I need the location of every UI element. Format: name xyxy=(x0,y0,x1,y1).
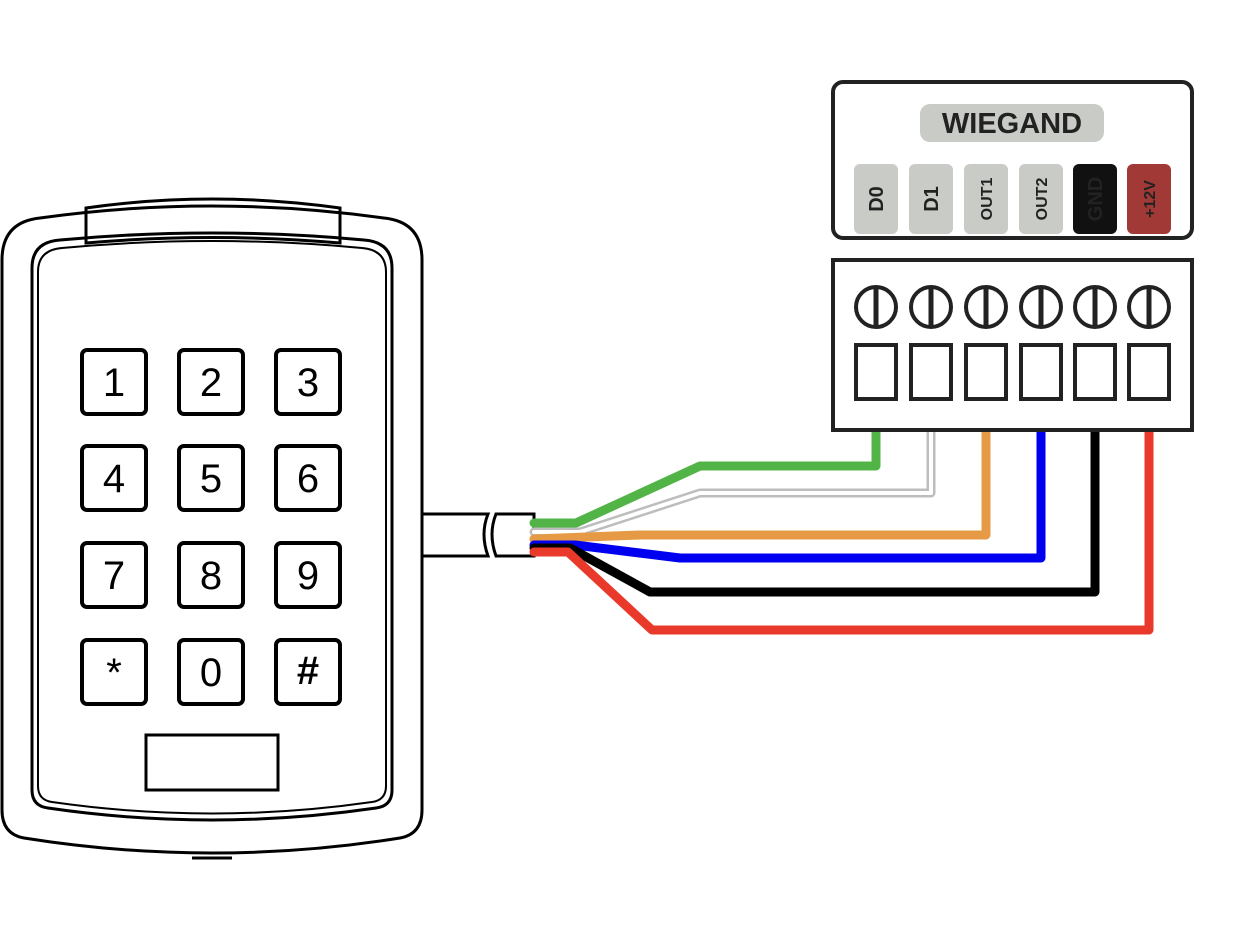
key-label: 6 xyxy=(297,457,319,501)
key-frame xyxy=(274,638,342,706)
key-frame xyxy=(177,444,245,512)
wire-d0 xyxy=(529,370,881,528)
key-frame xyxy=(80,348,148,416)
key-frame xyxy=(177,541,245,609)
wiegand-title-badge xyxy=(920,104,1104,142)
wire-socket xyxy=(909,343,953,401)
terminal-label-bg xyxy=(1019,164,1063,234)
wiegand-title: WIEGAND xyxy=(942,108,1082,140)
reader-face-inner xyxy=(37,240,387,815)
cable-sleeve-end xyxy=(490,512,536,558)
terminal-label-bg xyxy=(964,164,1008,234)
terminal-1 xyxy=(909,285,953,401)
terminal-3 xyxy=(1019,285,1063,401)
reader-face-outer xyxy=(30,231,394,822)
terminal-label-d1: D1 xyxy=(909,164,953,234)
wire-out1 xyxy=(529,368,991,544)
wire-12v xyxy=(529,368,1154,635)
key-label: 9 xyxy=(297,554,319,598)
key-hash: # xyxy=(274,638,342,706)
wire-socket xyxy=(1073,343,1117,401)
key-2: 2 xyxy=(177,348,245,416)
reader-indicator-window xyxy=(144,733,280,792)
wire-socket xyxy=(964,343,1008,401)
key-label: 1 xyxy=(103,361,125,405)
key-9: 9 xyxy=(274,541,342,609)
wire-bundle xyxy=(529,368,1154,635)
terminal-label-text: OUT2 xyxy=(1034,178,1051,221)
terminal-label-text: GND xyxy=(1085,177,1107,221)
terminal-label-d0: D0 xyxy=(854,164,898,234)
key-label: 7 xyxy=(103,554,125,598)
key-label: 0 xyxy=(200,651,222,695)
terminal-4 xyxy=(1073,285,1117,401)
terminal-label-bg xyxy=(909,164,953,234)
key-label: 2 xyxy=(200,361,222,405)
key-frame xyxy=(80,444,148,512)
key-label: 3 xyxy=(297,361,319,405)
key-0: 0 xyxy=(177,638,245,706)
reader-top-cap xyxy=(84,197,342,245)
terminal-label-out2: OUT2 xyxy=(1019,164,1063,234)
key-frame xyxy=(80,638,148,706)
key-4: 4 xyxy=(80,444,148,512)
key-label: 8 xyxy=(200,554,222,598)
terminal-label-bg xyxy=(1127,164,1171,234)
key-label: * xyxy=(106,651,122,695)
reader-housing-outer xyxy=(0,204,424,855)
terminal-label-text: D1 xyxy=(921,186,943,212)
key-8: 8 xyxy=(177,541,245,609)
terminal-label-text: OUT1 xyxy=(979,178,996,221)
terminal-label-gnd: GND xyxy=(1073,164,1117,234)
key-frame xyxy=(177,638,245,706)
terminal-label-out1: OUT1 xyxy=(964,164,1008,234)
key-5: 5 xyxy=(177,444,245,512)
terminal-label-text: +12V xyxy=(1142,180,1159,218)
key-star: * xyxy=(80,638,148,706)
terminal-label-text: D0 xyxy=(866,186,888,212)
terminal-block xyxy=(831,258,1194,432)
key-label: # xyxy=(297,649,319,693)
key-label: 4 xyxy=(103,457,125,501)
wire-d1 xyxy=(532,371,933,534)
terminal-screws xyxy=(854,285,1171,401)
cable-sleeve xyxy=(422,512,491,558)
wiegand-label-panel: WIEGAND D0 D1 OUT1 OUT2 GND +12V xyxy=(831,80,1194,240)
key-frame xyxy=(177,348,245,416)
terminal-label-bg xyxy=(1073,164,1117,234)
terminal-0 xyxy=(854,285,898,401)
key-frame xyxy=(274,348,342,416)
wire-socket xyxy=(854,343,898,401)
keypad-reader xyxy=(0,197,536,860)
key-label: 5 xyxy=(200,457,222,501)
key-frame xyxy=(80,541,148,609)
key-1: 1 xyxy=(80,348,148,416)
terminal-labels: D0 D1 OUT1 OUT2 GND +12V xyxy=(854,164,1171,234)
key-7: 7 xyxy=(80,541,148,609)
key-frame xyxy=(274,444,342,512)
terminal-2 xyxy=(964,285,1008,401)
terminal-label-bg xyxy=(854,164,898,234)
key-frame xyxy=(274,541,342,609)
key-3: 3 xyxy=(274,348,342,416)
terminal-label-12v: +12V xyxy=(1127,164,1171,234)
terminal-5 xyxy=(1127,285,1171,401)
wire-socket xyxy=(1019,343,1063,401)
key-6: 6 xyxy=(274,444,342,512)
keypad-keys: 1 2 3 4 5 6 7 8 9 * 0 # xyxy=(80,348,342,706)
wire-socket xyxy=(1127,343,1171,401)
